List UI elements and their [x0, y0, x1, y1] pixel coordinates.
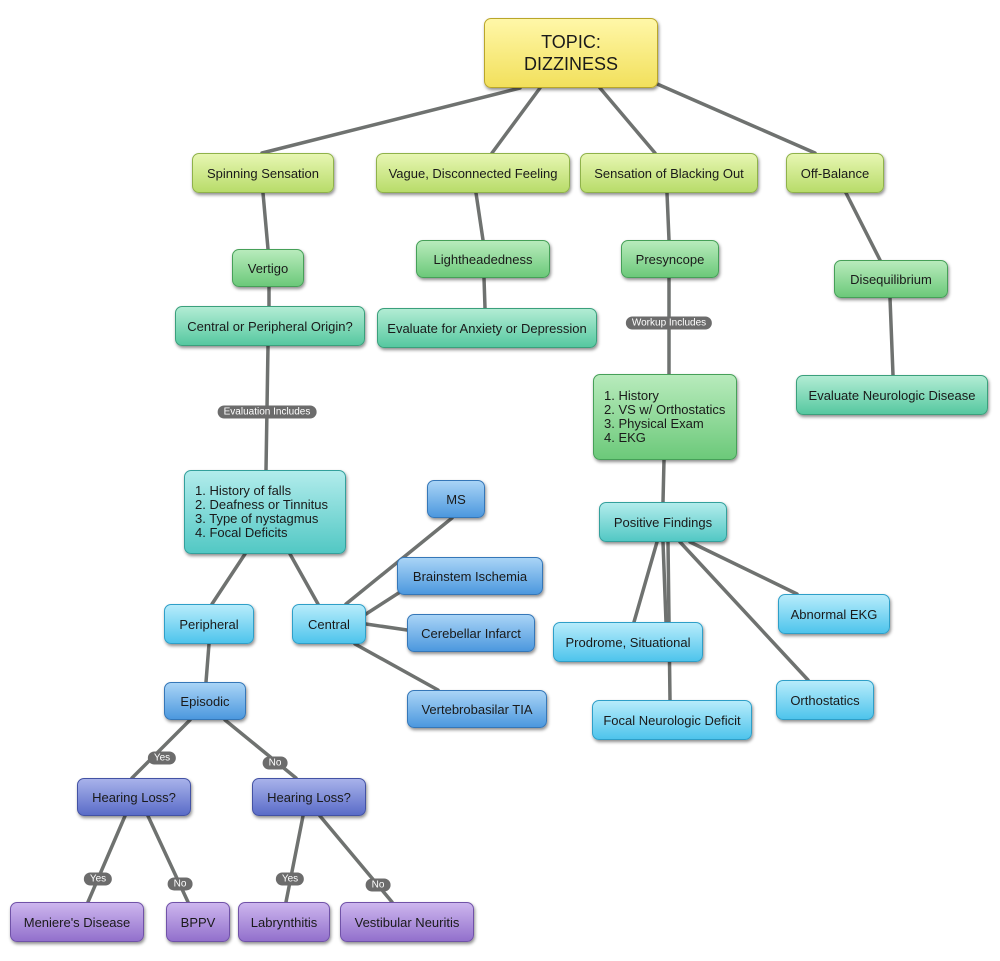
- connector-line: [210, 552, 247, 606]
- episodic-yes-label: Yes: [147, 751, 177, 765]
- episodic-node[interactable]: Episodic: [164, 682, 246, 720]
- hearing-loss-1-yes-label: Yes: [83, 872, 113, 886]
- connector-line: [261, 191, 270, 251]
- connector-line: [130, 718, 192, 780]
- vestibular-neuritis-node[interactable]: Vestibular Neuritis: [340, 902, 474, 942]
- connector-line: [661, 540, 668, 624]
- abnormal-ekg-node[interactable]: Abnormal EKG: [778, 594, 890, 634]
- hearing-loss-yes-branch-node[interactable]: Hearing Loss?: [77, 778, 191, 816]
- list-item: 2. Deafness or Tinnitus: [195, 497, 328, 512]
- connector-line: [688, 540, 799, 596]
- brainstem-ischemia-node[interactable]: Brainstem Ischemia: [397, 557, 543, 595]
- connector-line: [646, 78, 817, 155]
- connector-line: [678, 540, 810, 682]
- connector-line: [288, 552, 320, 606]
- central-node[interactable]: Central: [292, 604, 366, 644]
- episodic-no-label: No: [262, 756, 288, 770]
- connector-line: [888, 296, 895, 377]
- connector-line: [666, 540, 672, 702]
- evaluation-includes-label: Evaluation Includes: [217, 405, 317, 419]
- disequilibrium-node[interactable]: Disequilibrium: [834, 260, 948, 298]
- lightheadedness-node[interactable]: Lightheadedness: [416, 240, 550, 278]
- connector-line: [598, 86, 657, 155]
- connector-line: [260, 86, 522, 155]
- topic-node[interactable]: TOPIC: DIZZINESS: [484, 18, 658, 88]
- connector-line: [86, 814, 127, 904]
- positive-findings-node[interactable]: Positive Findings: [599, 502, 727, 542]
- hearing-loss-2-no-label: No: [365, 878, 391, 892]
- connector-line: [223, 718, 298, 780]
- prodrome-situational-node[interactable]: Prodrome, Situational: [553, 622, 703, 662]
- vertigo-evaluation-list[interactable]: 1. History of falls 2. Deafness or Tinni…: [184, 470, 346, 554]
- connector-line: [284, 814, 305, 904]
- list-item: 3. Type of nystagmus: [195, 511, 319, 526]
- vertigo-node[interactable]: Vertigo: [232, 249, 304, 287]
- presyncope-workup-items: 1. History 2. VS w/ Orthostatics 3. Phys…: [604, 389, 725, 445]
- blacking-out-node[interactable]: Sensation of Blacking Out: [580, 153, 758, 193]
- labyrinthitis-node[interactable]: Labrynthitis: [238, 902, 330, 942]
- connector-line: [364, 622, 409, 632]
- vague-feeling-node[interactable]: Vague, Disconnected Feeling: [376, 153, 570, 193]
- ms-node[interactable]: MS: [427, 480, 485, 518]
- vertigo-evaluation-items: 1. History of falls 2. Deafness or Tinni…: [195, 484, 328, 540]
- presyncope-workup-list[interactable]: 1. History 2. VS w/ Orthostatics 3. Phys…: [593, 374, 737, 460]
- list-item: 4. Focal Deficits: [195, 525, 288, 540]
- connector-line: [490, 86, 542, 155]
- orthostatics-node[interactable]: Orthostatics: [776, 680, 874, 720]
- focal-neurologic-deficit-node[interactable]: Focal Neurologic Deficit: [592, 700, 752, 740]
- cerebellar-infarct-node[interactable]: Cerebellar Infarct: [407, 614, 535, 652]
- connector-line: [632, 540, 659, 624]
- connector-line: [661, 458, 666, 504]
- connector-line: [204, 642, 211, 684]
- central-or-peripheral-node[interactable]: Central or Peripheral Origin?: [175, 306, 365, 346]
- off-balance-node[interactable]: Off-Balance: [786, 153, 884, 193]
- hearing-loss-1-no-label: No: [167, 877, 193, 891]
- list-item: 2. VS w/ Orthostatics: [604, 402, 726, 417]
- vertebrobasilar-tia-node[interactable]: Vertebrobasilar TIA: [407, 690, 547, 728]
- list-item: 4. EKG: [604, 430, 646, 445]
- evaluate-anxiety-node[interactable]: Evaluate for Anxiety or Depression: [377, 308, 597, 348]
- presyncope-node[interactable]: Presyncope: [621, 240, 719, 278]
- hearing-loss-no-branch-node[interactable]: Hearing Loss?: [252, 778, 366, 816]
- connector-line: [353, 642, 440, 692]
- list-item: 1. History: [604, 388, 659, 403]
- meniere-disease-node[interactable]: Meniere's Disease: [10, 902, 144, 942]
- spinning-sensation-node[interactable]: Spinning Sensation: [192, 153, 334, 193]
- connector-line: [482, 276, 487, 310]
- workup-includes-label: Workup Includes: [625, 316, 713, 330]
- evaluate-neurologic-node[interactable]: Evaluate Neurologic Disease: [796, 375, 988, 415]
- hearing-loss-2-yes-label: Yes: [275, 872, 305, 886]
- connector-line: [844, 191, 882, 262]
- list-item: 3. Physical Exam: [604, 416, 704, 431]
- list-item: 1. History of falls: [195, 483, 292, 498]
- connector-line: [474, 191, 485, 242]
- peripheral-node[interactable]: Peripheral: [164, 604, 254, 644]
- bppv-node[interactable]: BPPV: [166, 902, 230, 942]
- connector-line: [665, 191, 671, 242]
